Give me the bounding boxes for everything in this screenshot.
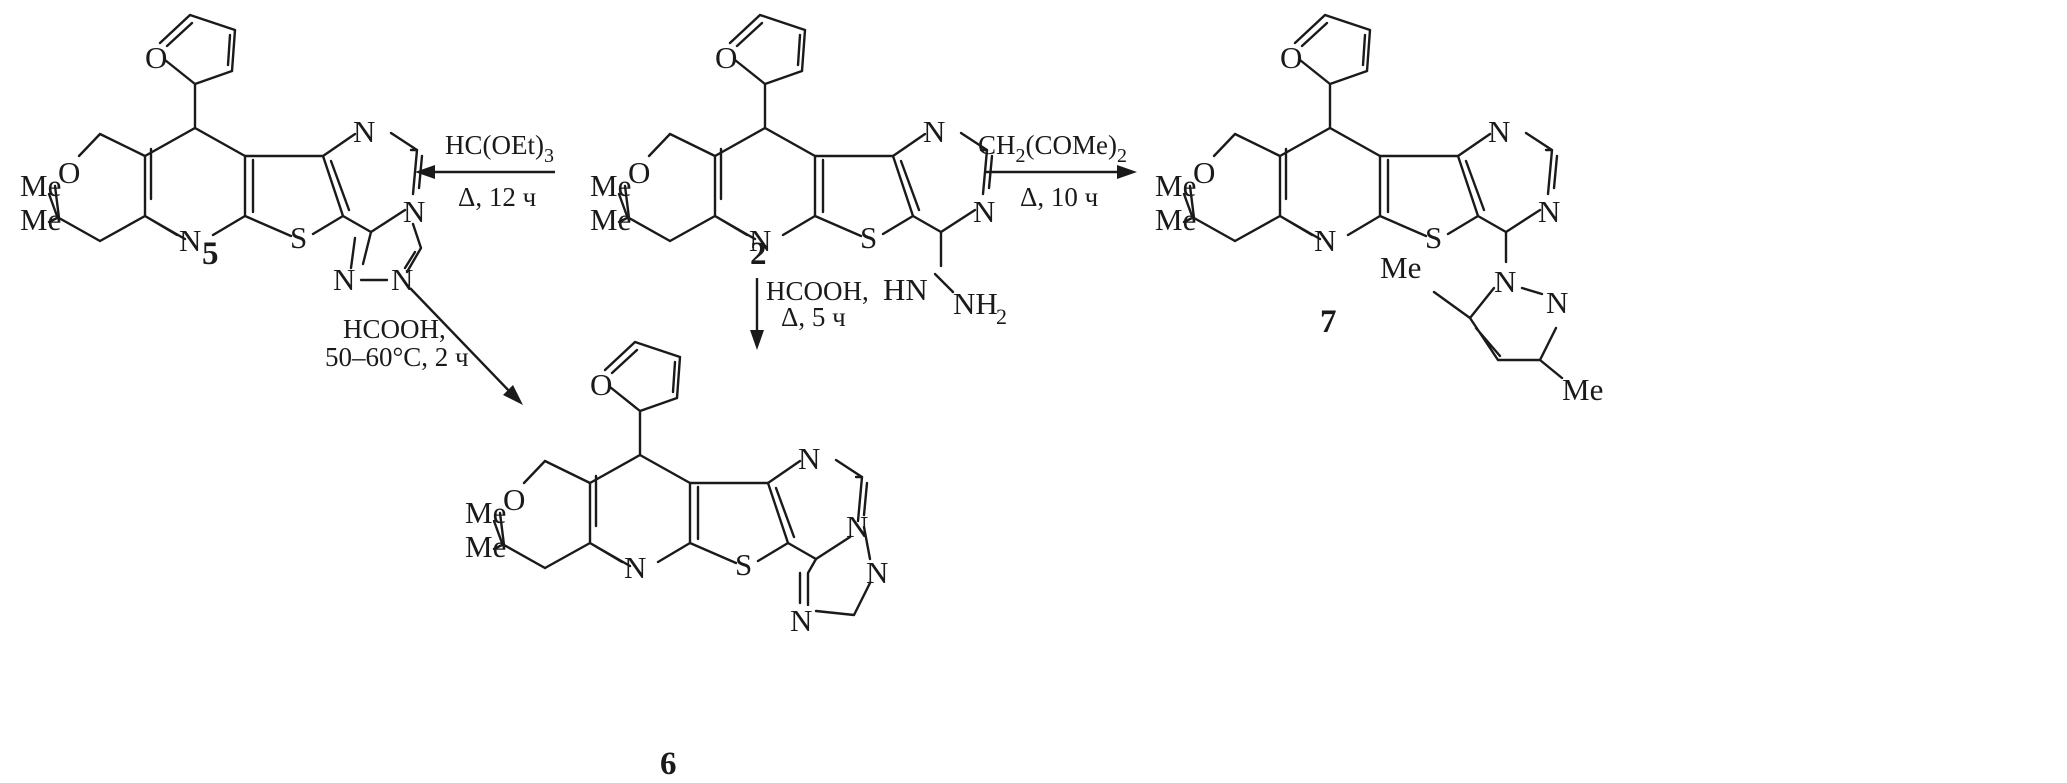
methyl-1: Me [20, 168, 61, 203]
atom-O-pyran: O [58, 155, 80, 190]
arrow-2-to-7 [985, 165, 1137, 179]
atom-O-furan: O [145, 40, 167, 75]
atom-O-furan: O [590, 367, 612, 402]
compound-2-structure: O O N S N N Me Me HN NH 2 [590, 13, 1007, 329]
atom-O-pyran: O [1193, 155, 1215, 190]
compound-6-structure: O O N S N N Me Me N N [465, 340, 888, 638]
atom-S: S [290, 220, 307, 255]
atom-S: S [860, 220, 877, 255]
atom-O-furan: O [1280, 40, 1302, 75]
atom-S: S [1425, 220, 1442, 255]
arrow-5-to-6 [409, 287, 523, 405]
compound-label-6: 6 [660, 746, 677, 782]
atom-N-pyrimidine-1: N [1488, 114, 1510, 149]
atom-N-bridge: N [846, 509, 868, 544]
atom-NH: HN [883, 272, 928, 307]
atom-N-pyrimidine-2: N [973, 194, 995, 229]
reagent-2-to-5: HC(OEt)3 [445, 130, 554, 167]
reagent-2-to-7: CH2(COMe)2 [978, 130, 1127, 167]
atom-S: S [735, 547, 752, 582]
atom-N-triazole-2: N [391, 262, 413, 297]
methyl-pyrazole-5: Me [1380, 250, 1421, 285]
atom-N-triazole-1: N [866, 555, 888, 590]
atom-N-pyrimidine-1: N [923, 114, 945, 149]
conditions-2-to-6: Δ, 5 ч [781, 302, 846, 332]
methyl-pyrazole-3: Me [1562, 372, 1603, 407]
atom-N-triazole-2: N [790, 603, 812, 638]
compound-label-2: 2 [750, 236, 767, 272]
atom-N-pyrimidine: N [798, 441, 820, 476]
conditions-2-to-7: Δ, 10 ч [1020, 182, 1098, 212]
arrow-2-to-5 [415, 165, 555, 179]
arrow-2-to-6 [750, 278, 764, 350]
conditions-5-to-6: 50–60°C, 2 ч [325, 342, 469, 372]
reagent-2-to-6: HCOOH, [766, 276, 869, 306]
atom-O-pyran: O [628, 155, 650, 190]
conditions-2-to-5: Δ, 12 ч [458, 182, 536, 212]
compound-5-structure: O O N S N N Me Me N N [20, 13, 425, 297]
atom-N-pyridine: N [1314, 223, 1336, 258]
atom-N-pyridine: N [624, 550, 646, 585]
atom-NH2: NH [953, 286, 998, 321]
compound-label-5: 5 [202, 236, 219, 272]
atom-N-pyrazole-1: N [1494, 264, 1516, 299]
methyl-1: Me [465, 495, 506, 530]
methyl-1: Me [1155, 168, 1196, 203]
atom-NH2-subscript: 2 [996, 304, 1007, 329]
atom-N-bridge: N [403, 194, 425, 229]
atom-N-pyrimidine-2: N [1538, 194, 1560, 229]
atom-N-pyridine: N [749, 223, 771, 258]
atom-N-pyrimidine: N [353, 114, 375, 149]
compound-7-structure: O O N S N N Me Me N N Me Me [1155, 13, 1603, 407]
atom-O-furan: O [715, 40, 737, 75]
methyl-1: Me [590, 168, 631, 203]
reagent-5-to-6: HCOOH, [343, 314, 446, 344]
compound-label-7: 7 [1320, 304, 1337, 340]
atom-O-pyran: O [503, 482, 525, 517]
atom-N-pyridine: N [179, 223, 201, 258]
atom-N-triazole-1: N [333, 262, 355, 297]
atom-N-pyrazole-2: N [1546, 285, 1568, 320]
